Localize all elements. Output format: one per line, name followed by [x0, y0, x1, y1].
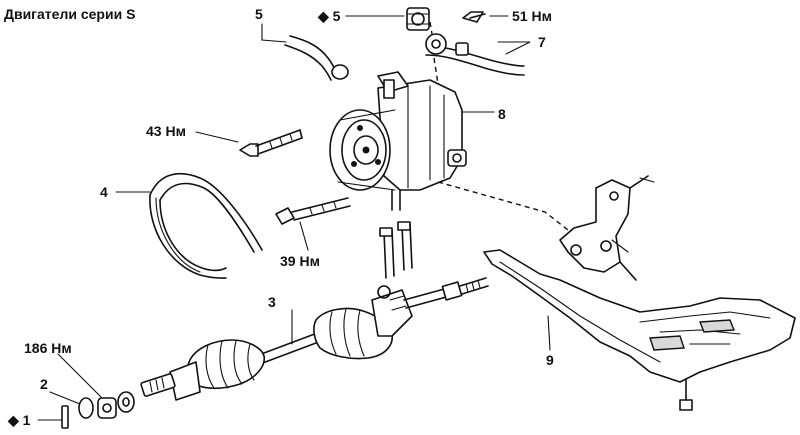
callout-5-nut-number: 5	[332, 8, 341, 24]
callout-2: 2	[40, 376, 48, 392]
pump-studs	[379, 221, 413, 279]
callout-4: 4	[100, 184, 108, 200]
mounting-guide-line	[437, 181, 579, 249]
under-cover	[483, 249, 796, 411]
hose-clamp-fitting	[284, 35, 349, 81]
callout-7: 7	[538, 34, 546, 50]
pressure-pipe-assembly	[425, 11, 525, 96]
torque-39nm: 39 Нм	[280, 253, 320, 269]
torque-186nm: 186 Нм	[24, 340, 72, 356]
pump-bracket	[559, 175, 655, 281]
torque-51nm: 51 Нм	[512, 8, 552, 24]
callout-9: 9	[546, 352, 554, 368]
callout-3: 3	[268, 294, 276, 310]
bolt-39nm	[275, 197, 351, 225]
callout-1: ◆ 1	[8, 412, 30, 428]
callout-5-nut: ◆ 5	[318, 8, 340, 24]
diagram-title: Двигатели серии S	[4, 6, 136, 22]
diamond-marker-icon: ◆	[318, 8, 329, 24]
torque-43nm: 43 Нм	[146, 123, 186, 139]
callout-5-hose: 5	[255, 6, 263, 22]
top-nut	[406, 7, 430, 31]
callout-1-number: 1	[22, 412, 31, 428]
callout-8: 8	[498, 106, 506, 122]
v-belt	[149, 172, 263, 279]
diamond-marker-icon: ◆	[8, 412, 19, 428]
bolt-43nm	[239, 129, 303, 157]
drive-shaft	[140, 277, 489, 401]
leader-lines	[37, 15, 551, 421]
hub-nut-set	[61, 391, 135, 429]
steering-pump	[329, 71, 467, 211]
